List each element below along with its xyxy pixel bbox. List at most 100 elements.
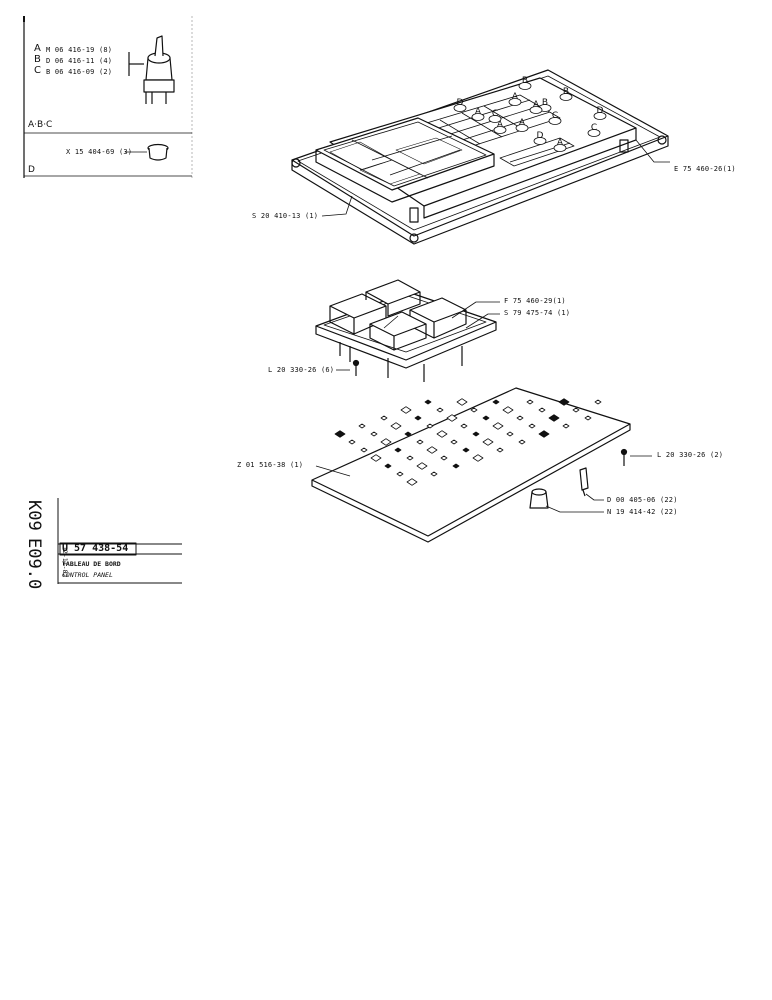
callout-bezel: S 79 475-74 (1) [504,309,571,317]
circuit-board-hole [538,430,550,438]
panel-button-marker: A [529,100,543,114]
panel-button-marker: D [593,106,607,120]
panel-button-marker: D [533,131,547,145]
circuit-board-hole [460,423,468,429]
panel-button-letter: C [591,123,597,133]
circuit-board-hole [406,478,418,486]
variant-b-part-number: D 06 416-11 (4) [46,57,113,65]
variant-b-letter: B [34,54,41,65]
panel-button-letter: B [522,76,528,86]
circuit-board-hole [426,446,438,454]
circuit-board-hole [358,423,366,429]
circuit-board-hole [370,431,378,437]
circuit-board-components [334,398,602,486]
lamp-socket-icon [529,488,549,509]
circuit-board-hole [492,399,500,405]
title-english: CONTROL PANEL [62,571,113,579]
panel-button-letter: A [512,92,519,102]
circuit-board-part [311,387,631,543]
circuit-board-hole [462,447,470,453]
circuit-board-hole [400,406,412,414]
circuit-board-hole [394,447,402,453]
callout-cover: F 75 460-29(1) [504,297,566,305]
circuit-board-hole [414,415,422,421]
plug-icon [125,143,169,161]
screw-icon-upper [352,359,360,376]
callout-screw-upper: L 20 330-26 (6) [268,366,335,374]
callout-bulb: D 00 405-06 (22) [607,496,678,504]
panel-button-letter: C [492,109,498,119]
circuit-board-hole [456,398,468,406]
circuit-board-hole [516,415,524,421]
variant-c-letter: C [34,65,41,76]
circuit-board-hole [380,438,392,446]
panel-button-letter: D [597,106,604,116]
title-french: TABLEAU DE BORD [62,560,121,568]
circuit-board-hole [548,414,560,422]
circuit-board-hole [528,423,536,429]
circuit-board-hole [450,439,458,445]
variant-a-letter: A [34,43,41,54]
circuit-board-hole [452,463,460,469]
circuit-board-hole [396,471,404,477]
circuit-board-hole [472,454,484,462]
leader-lines-top [321,139,670,217]
circuit-board-hole [370,454,382,462]
display-window-part [315,117,495,203]
callout-frame: E 75 460-26(1) [674,165,736,173]
panel-button-letter: B [563,87,569,97]
circuit-board-hole [562,423,570,429]
callout-screw-right: L 20 330-26 (2) [657,451,724,459]
bulb-icon [579,467,589,497]
screw-icon-right [620,448,628,466]
plug-d-label: D [28,165,35,175]
group-code: K09 [24,500,44,531]
legend-frame [23,16,193,178]
circuit-board-hole [426,423,434,429]
callout-socket: N 19 414-42 (22) [607,508,678,516]
panel-button-marker: C [548,111,562,125]
panel-button-letter: A [519,118,526,128]
panel-button-marker: C [488,109,502,123]
circuit-board-hole [558,398,570,406]
circuit-board-hole [404,431,412,437]
circuit-board-hole [360,447,368,453]
circuit-board-hole [384,463,392,469]
circuit-board-hole [430,471,438,477]
circuit-board-hole [436,430,448,438]
callout-circuit-board: Z 01 516-38 (1) [237,461,304,469]
variant-a-part-number: M 06 416-19 (8) [46,46,113,54]
bezel-assembly-part [315,279,497,382]
panel-button-letter: C [552,111,558,121]
circuit-board-hole [506,431,514,437]
circuit-board-hole [492,422,504,430]
circuit-board-hole [472,431,480,437]
document-number: U 57 438-54 [62,543,129,554]
circuit-board-hole [518,439,526,445]
circuit-board-hole [594,399,602,405]
circuit-board-hole [572,407,580,413]
panel-frame-part [291,69,669,245]
circuit-board-hole [470,407,478,413]
circuit-board-hole [538,407,546,413]
section-code: E09.0 [24,538,44,590]
panel-button-marker: D [453,98,467,112]
panel-button-marker: A [471,107,485,121]
panel-button-marker: A [508,92,522,106]
panel-button-letter: A [557,138,564,148]
circuit-board-hole [348,439,356,445]
leader-lines-middle [336,301,500,371]
circuit-board-hole [526,399,534,405]
circuit-board-hole [424,399,432,405]
panel-button-letter: A [497,120,504,130]
circuit-board-hole [584,415,592,421]
title-block-frame [57,498,182,584]
panel-button-letter: B [542,98,548,108]
circuit-board-hole [436,407,444,413]
panel-button-marker: A [515,118,529,132]
circuit-board-hole [496,447,504,453]
panel-button-marker: C [587,123,601,137]
callout-window: S 20 410-13 (1) [252,212,319,220]
panel-button-marker: B [518,76,532,90]
